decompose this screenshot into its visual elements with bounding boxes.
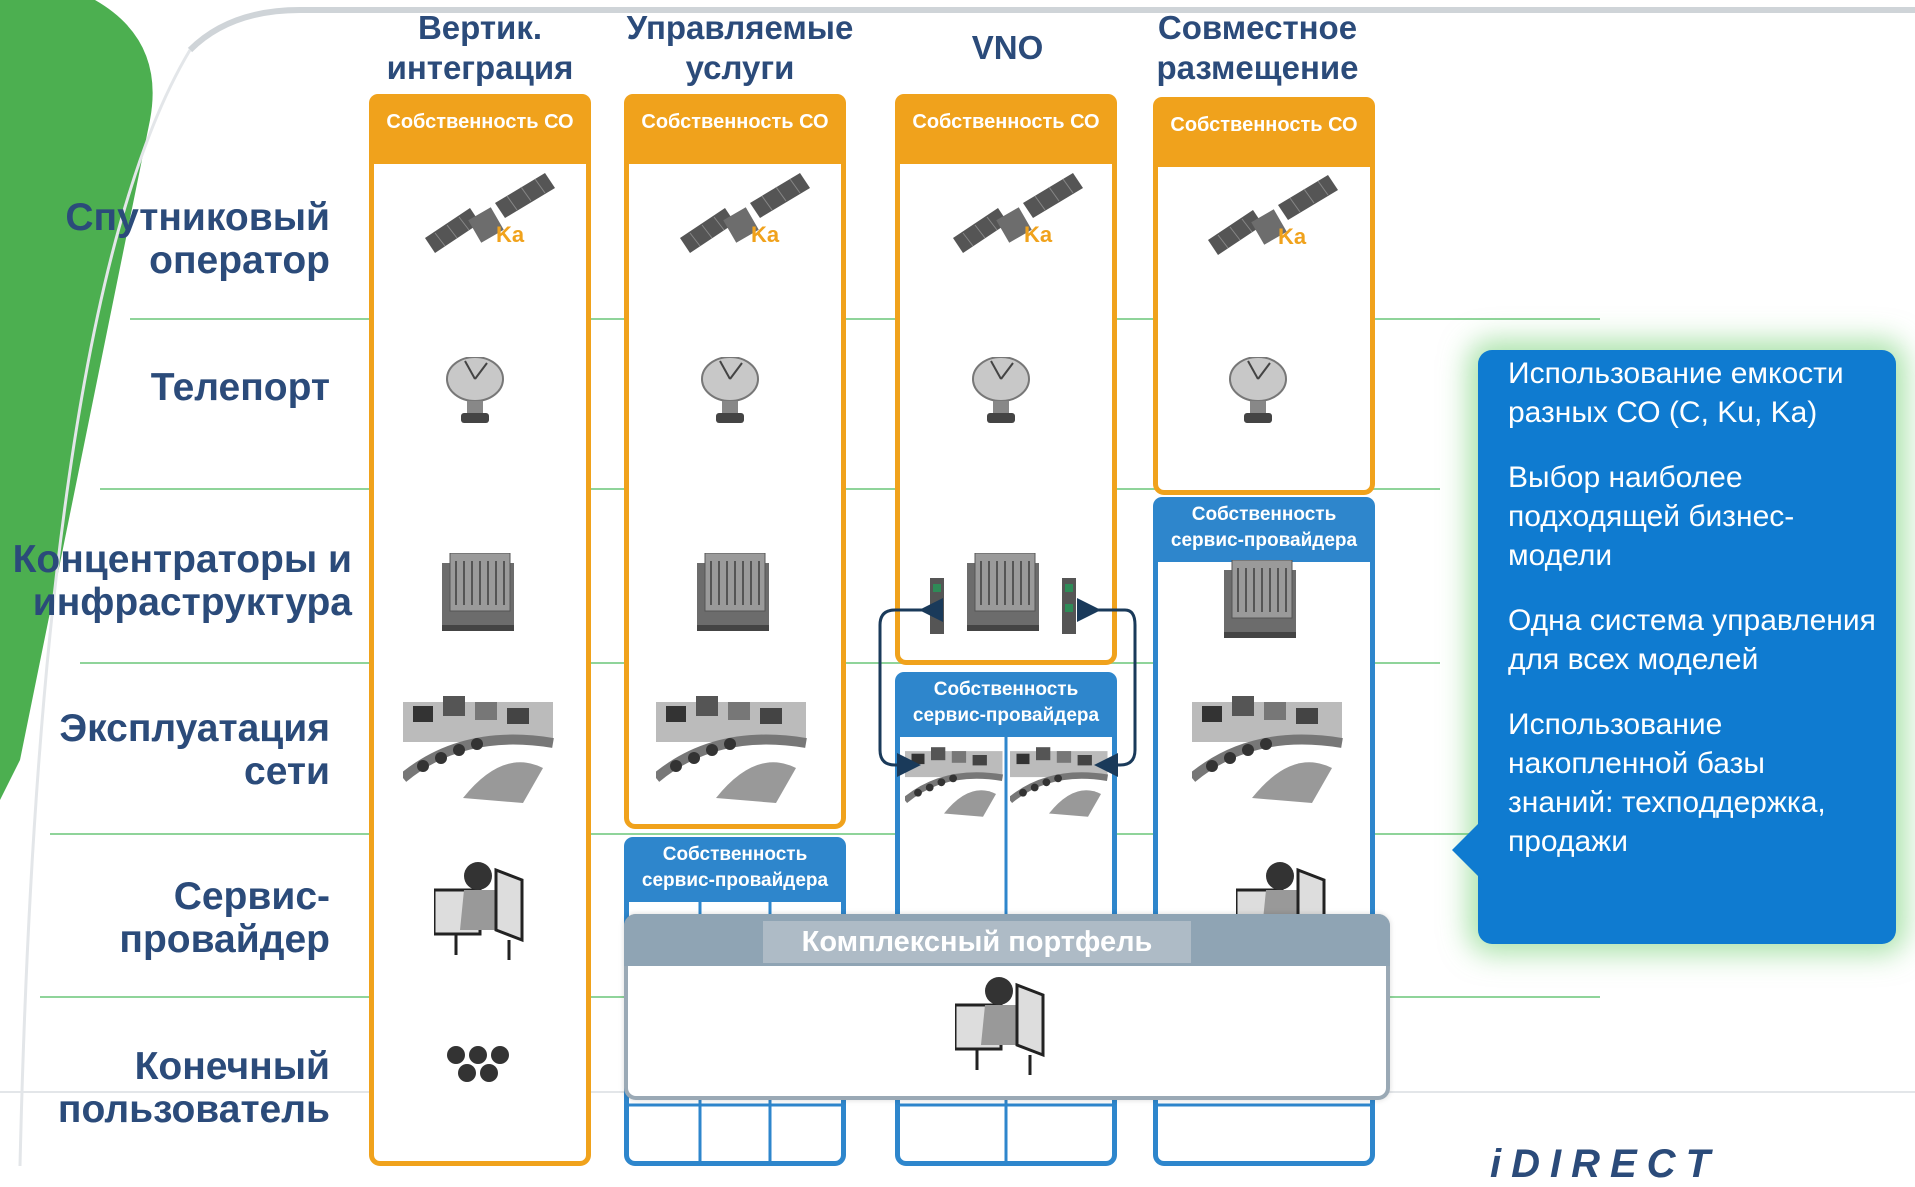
header-operator-col2: Собственность СО bbox=[624, 94, 846, 164]
row-label-service-provider: Сервис- провайдер bbox=[119, 875, 330, 961]
band-label: Ka bbox=[751, 222, 780, 247]
idirect-logo: iDIRECT bbox=[1490, 1142, 1720, 1186]
hub-rack-icon bbox=[1224, 560, 1297, 639]
column-title-colocation: Совместное размещение bbox=[1156, 9, 1359, 86]
hub-rack-icon bbox=[697, 553, 770, 632]
left-frame-curve bbox=[18, 49, 192, 1166]
antenna-dish-icon bbox=[1229, 357, 1287, 424]
callout-item: Использование накопленной базы знаний: т… bbox=[1508, 708, 1826, 858]
antenna-dish-icon bbox=[446, 357, 504, 424]
support-agent-icon bbox=[955, 975, 1045, 1077]
row-label-network-operations: Эксплуатация сети bbox=[59, 707, 330, 793]
header-operator-col3: Собственность СО bbox=[895, 94, 1117, 164]
row-label-end-user: Конечный пользователь bbox=[57, 1045, 330, 1131]
support-agent-icon bbox=[434, 860, 524, 962]
top-frame-line bbox=[187, 7, 1915, 53]
satellite-icon bbox=[1207, 174, 1339, 256]
callout-box: Использование емкости разных СО (C, Ku, … bbox=[1452, 350, 1896, 944]
satellite-icon bbox=[424, 172, 556, 254]
end-users-icon bbox=[447, 1046, 509, 1082]
satellite-icon bbox=[952, 172, 1084, 254]
vno-arrows bbox=[878, 598, 1137, 777]
header-operator-col1: Собственность СО bbox=[369, 94, 591, 164]
network-operations-icon bbox=[656, 688, 808, 810]
band-label: Ka bbox=[1024, 222, 1053, 247]
column-title-vno: VNO bbox=[971, 29, 1044, 66]
callout-item: Одна система управления для всех моделей bbox=[1508, 604, 1876, 676]
green-swoosh bbox=[0, 0, 153, 800]
support-agent-icon bbox=[1236, 860, 1326, 920]
callout-item: Выбор наиболее подходящей бизнес-модели bbox=[1508, 461, 1795, 572]
row-label-teleport: Телепорт bbox=[150, 366, 330, 409]
band-label: Ka bbox=[1278, 224, 1307, 249]
band-label: Ka bbox=[496, 222, 525, 247]
column-title-managed: Управляемые услуги bbox=[626, 9, 854, 86]
satellite-icon bbox=[679, 172, 811, 254]
row-label-hubs: Концентраторы и инфраструктура bbox=[12, 538, 352, 624]
network-operations-icon bbox=[403, 688, 555, 810]
header-operator-col4: Собственность СО bbox=[1153, 97, 1375, 167]
row-label-satellite-operator: Спутниковый оператор bbox=[65, 196, 330, 282]
antenna-dish-icon bbox=[972, 357, 1030, 424]
network-operations-icon bbox=[1192, 688, 1344, 810]
antenna-dish-icon bbox=[701, 357, 759, 424]
callout-item: Использование емкости разных СО (C, Ku, … bbox=[1508, 357, 1844, 429]
hub-rack-icon bbox=[442, 553, 515, 632]
column-title-vertical: Вертик. интеграция bbox=[386, 9, 574, 86]
portfolio-label: Комплексный портфель bbox=[763, 921, 1191, 963]
callout-pointer bbox=[1452, 820, 1482, 880]
